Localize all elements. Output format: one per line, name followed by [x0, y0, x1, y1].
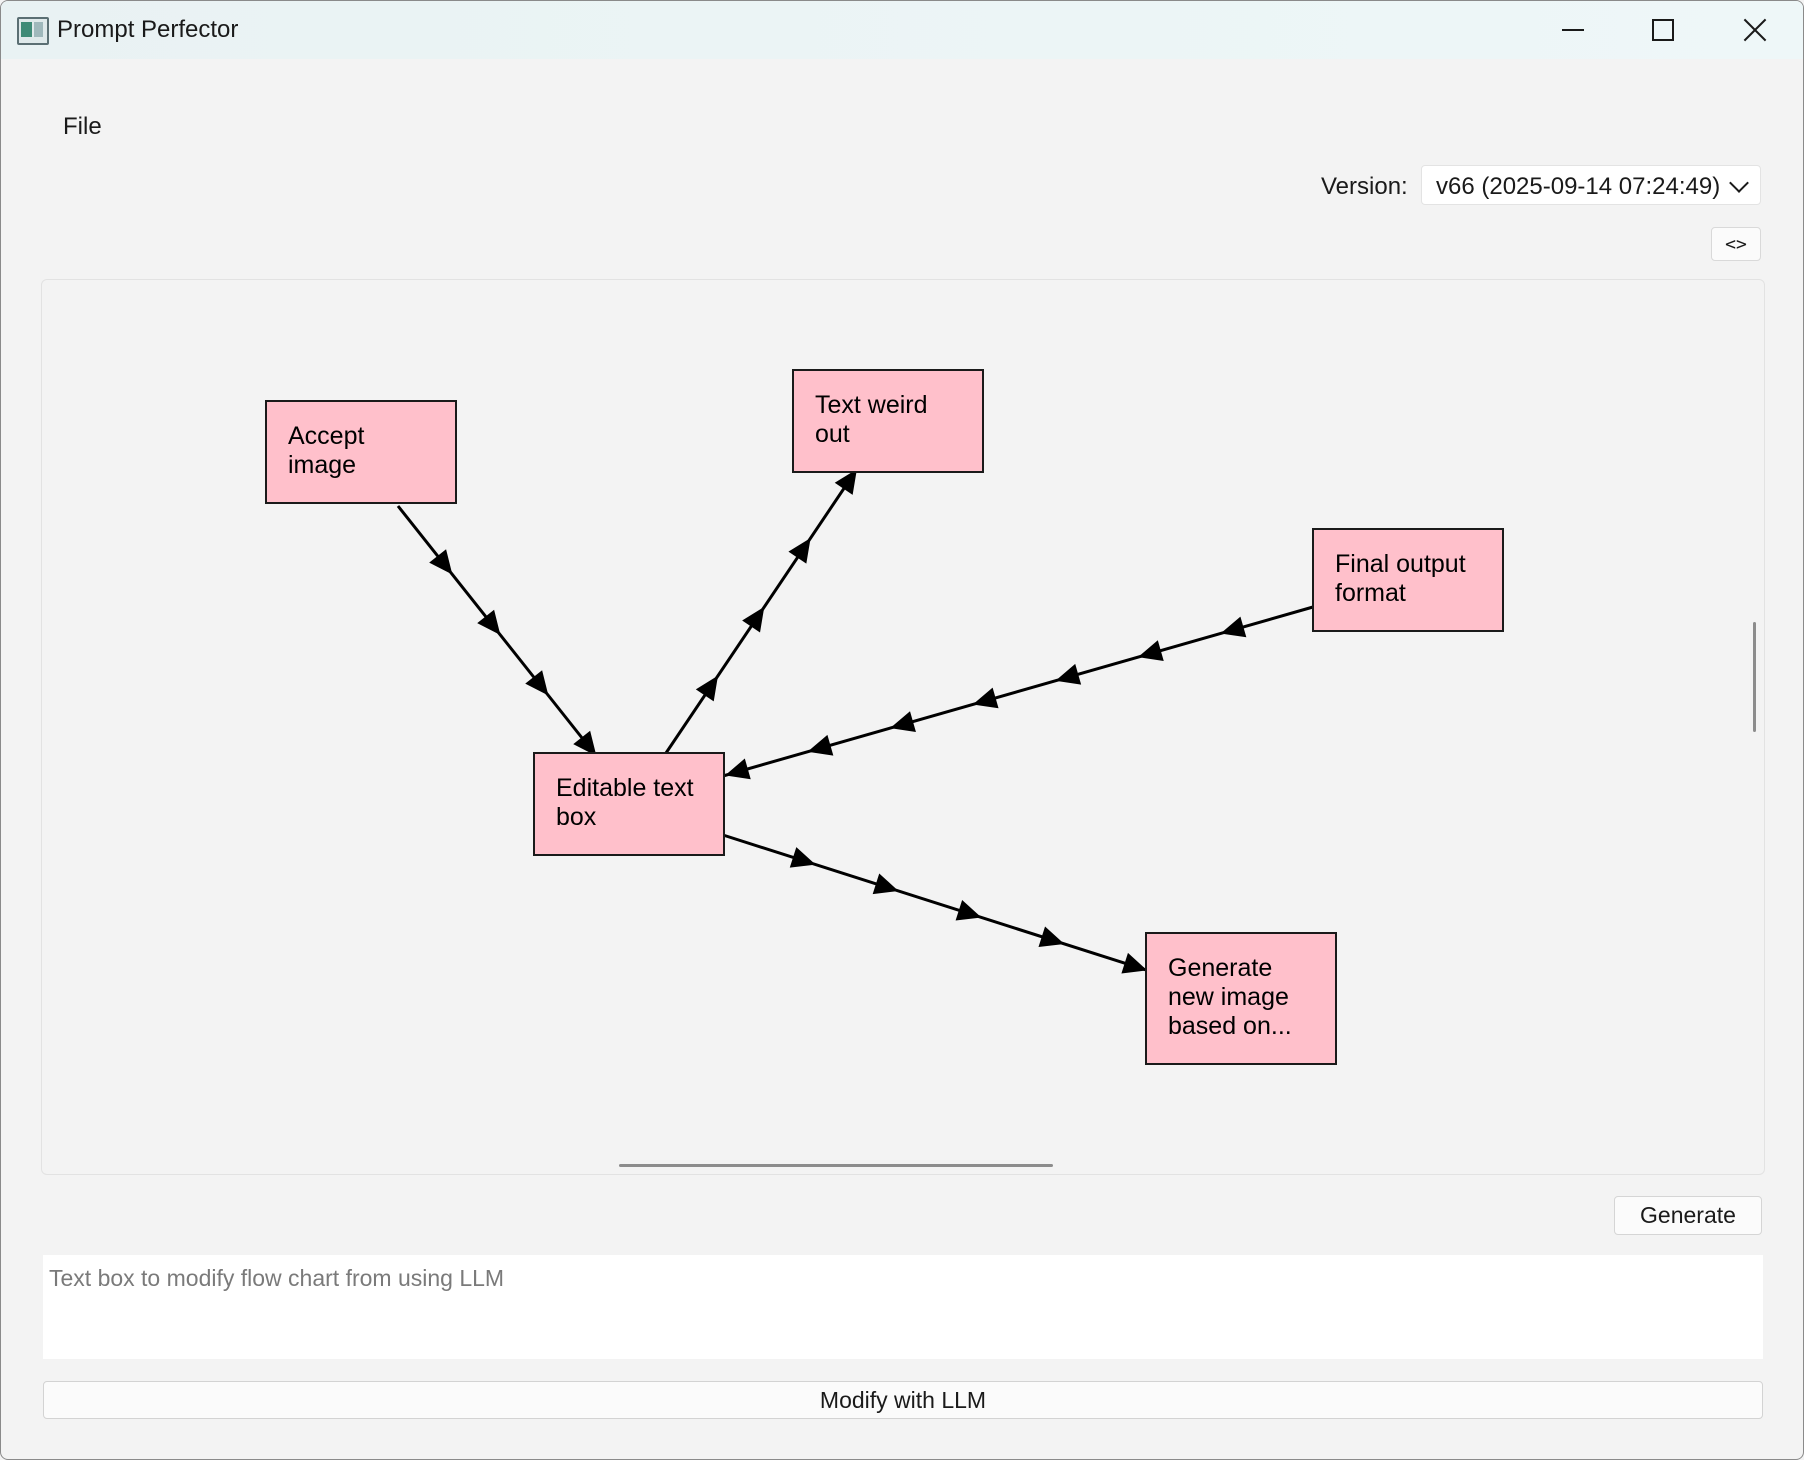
llm-prompt-input[interactable] — [43, 1255, 1763, 1359]
version-selected-value: v66 (2025-09-14 07:24:49) — [1436, 173, 1721, 200]
node-generate-new-image[interactable]: Generate new image based on... — [1145, 932, 1337, 1065]
maximize-button[interactable] — [1617, 1, 1709, 59]
edge-arrowhead-icon — [573, 730, 597, 757]
edge-arrowhead-icon — [789, 847, 816, 868]
edge-arrowhead-icon — [890, 711, 916, 732]
close-button[interactable] — [1709, 1, 1801, 59]
minimize-button[interactable] — [1527, 1, 1619, 59]
edge-arrowhead-icon — [807, 734, 834, 756]
edge-arrowhead-icon — [788, 537, 811, 564]
vertical-scrollbar[interactable] — [1753, 622, 1756, 732]
title-bar[interactable]: Prompt Perfector — [1, 1, 1803, 59]
flowchart-edges — [396, 469, 1314, 974]
chevron-down-icon — [1729, 173, 1749, 193]
node-final-output-format[interactable]: Final output format — [1312, 528, 1504, 632]
menu-file[interactable]: File — [63, 113, 102, 140]
edge-arrowhead-icon — [1055, 663, 1082, 685]
node-accept-image[interactable]: Accept image — [265, 400, 457, 504]
node-editable-text-box[interactable]: Editable text box — [533, 752, 725, 856]
close-icon — [1742, 17, 1768, 43]
edge-arrowhead-icon — [695, 675, 719, 702]
edge-arrowhead-icon — [429, 549, 453, 575]
edge-arrowhead-icon — [1220, 616, 1247, 638]
node-text-weird-out[interactable]: Text weird out — [792, 369, 984, 473]
edge-arrowhead-icon — [955, 900, 982, 921]
maximize-icon — [1652, 19, 1674, 41]
edge-arrowhead-icon — [834, 469, 857, 495]
code-toggle-button[interactable]: <> — [1711, 227, 1761, 261]
app-icon — [17, 17, 49, 45]
edge-arrowhead-icon — [1121, 952, 1148, 974]
generate-button[interactable]: Generate — [1614, 1196, 1762, 1235]
edge-arrowhead-icon — [872, 873, 899, 895]
version-label: Version: — [1321, 173, 1408, 200]
horizontal-scrollbar[interactable] — [619, 1164, 1053, 1167]
modify-with-llm-button[interactable]: Modify with LLM — [43, 1381, 1763, 1419]
version-select[interactable]: v66 (2025-09-14 07:24:49) — [1421, 165, 1761, 205]
flowchart-canvas[interactable]: Accept image Text weird out Final output… — [41, 279, 1765, 1175]
edge-arrowhead-icon — [724, 758, 751, 780]
window-title: Prompt Perfector — [57, 16, 239, 43]
edge-arrowhead-icon — [1038, 926, 1065, 948]
edge-arrowhead-icon — [477, 609, 501, 636]
edge-arrowhead-icon — [525, 670, 549, 696]
minimize-icon — [1562, 29, 1584, 31]
edge-editable-text-box-to-generate-new-image — [722, 833, 1147, 972]
edge-arrowhead-icon — [742, 606, 765, 633]
edge-arrowhead-icon — [1137, 640, 1164, 661]
edge-arrowhead-icon — [972, 687, 999, 709]
